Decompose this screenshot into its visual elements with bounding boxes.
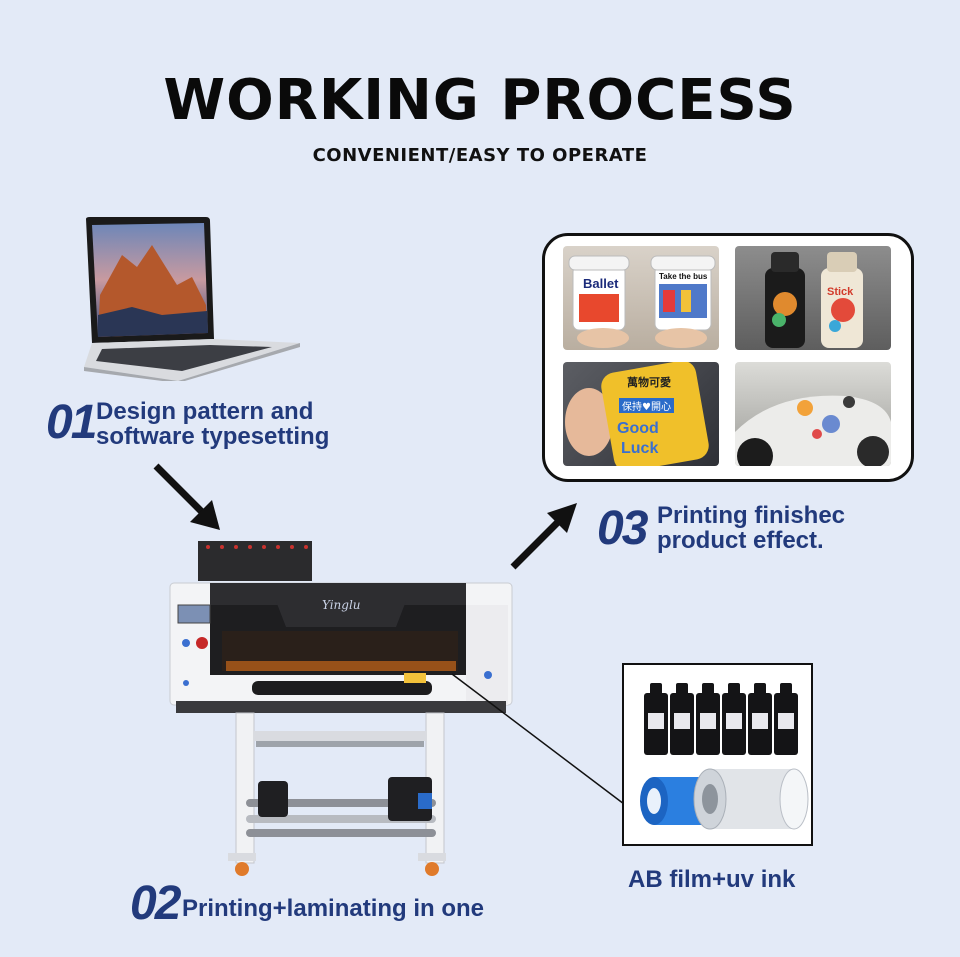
step-01-number: 01 — [46, 396, 97, 449]
bottle-sticker-text: Stick — [827, 286, 854, 298]
step-01-line2: software typesetting — [96, 423, 330, 450]
step-02-text: Printing+laminating in one — [182, 895, 485, 922]
step-03-number: 03 — [597, 502, 648, 555]
cup-right-text: Take the bus — [659, 272, 708, 281]
consumables-box — [622, 663, 813, 846]
step-01-line1: Design pattern and — [96, 398, 314, 425]
phone-case-line4: Luck — [621, 440, 659, 457]
phone-case-line3: Good — [617, 420, 659, 437]
product-photo-grid: Ballet Take the bus Stick 萬物可愛 保持♥開心 Goo… — [542, 233, 914, 482]
bottles-photo: Stick — [735, 246, 891, 350]
step-03-text: Printing finishec product effect. — [657, 503, 845, 553]
connector-line — [451, 673, 625, 805]
printer-icon — [169, 541, 513, 876]
laptop-icon — [84, 217, 300, 381]
cups-photo: Ballet Take the bus — [563, 246, 719, 350]
arrow-icon — [510, 503, 577, 570]
page-subtitle: CONVENIENT/EASY TO OPERATE — [312, 145, 648, 166]
step-03-line1: Printing finishec — [657, 502, 846, 529]
page-title: WORKING PROCESS — [163, 68, 797, 133]
step-03-line2: product effect. — [657, 527, 824, 554]
scooter-photo — [735, 362, 891, 466]
phone-case-photo: 萬物可愛 保持♥開心 Good Luck — [563, 362, 719, 466]
arrow-icon — [153, 463, 220, 530]
step-02-number: 02 — [130, 877, 181, 930]
step-01-text: Design pattern and software typesetting — [96, 399, 329, 449]
printer-logo: Yinglu — [322, 598, 361, 612]
cup-left-text: Ballet — [583, 276, 619, 291]
consumables-label: AB film+uv ink — [628, 866, 796, 893]
phone-case-line1: 萬物可愛 — [627, 376, 671, 389]
phone-case-line2: 保持♥開心 — [619, 398, 674, 413]
